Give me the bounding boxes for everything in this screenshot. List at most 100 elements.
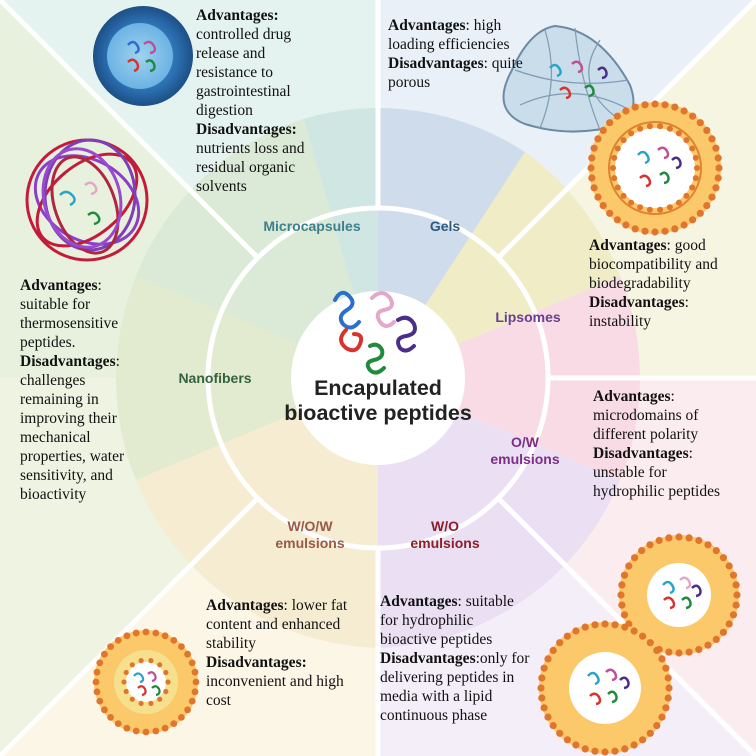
lipid-head-dot (129, 662, 135, 668)
segment-label-wo-line2: emulsions (410, 535, 480, 551)
gels-adv-label: Advantages (388, 17, 466, 34)
liposome-icon (587, 100, 723, 236)
lipsomes-adv-line: : good (666, 237, 706, 254)
lipid-head-dot (703, 202, 711, 210)
lipid-head-dot (651, 228, 659, 236)
lipid-head-dot (680, 107, 688, 115)
lipsomes-adv-label: Advantages (589, 237, 667, 254)
ow-dis-line: hydrophilic peptides (593, 483, 720, 500)
lipid-head-dot (665, 684, 673, 692)
nanofibers-dis-line: mechanical (20, 429, 91, 446)
segment-label-wo: W/O emulsions (390, 518, 500, 552)
lipid-head-dot (590, 144, 598, 152)
lipid-head-dot (704, 541, 712, 549)
segment-label-lipsomes: Lipsomes (495, 309, 561, 325)
lipid-head-dot (622, 221, 630, 229)
gels-dis-label: Disadvantages (388, 55, 484, 72)
lipid-head-dot (611, 747, 619, 755)
lipid-head-dot (188, 659, 196, 667)
lipid-head-dot (132, 629, 140, 637)
lipid-head-dot (184, 650, 192, 658)
ow-emulsion-icon (617, 533, 741, 657)
segment-label-wow-line1: W/O/W (287, 518, 333, 534)
lipid-head-dot (96, 659, 104, 667)
lipid-head-dot (653, 646, 661, 655)
lipid-head-dot (714, 174, 722, 182)
lipid-head-dot (664, 694, 672, 702)
nanofibers-adv-line: thermosensitive (20, 315, 119, 332)
lipid-head-dot (572, 627, 580, 635)
lipid-head-dot (617, 591, 625, 599)
lipid-head-dot (658, 713, 666, 721)
lipid-head-dot (556, 639, 564, 647)
lipid-head-dot (712, 635, 720, 644)
lipid-head-dot (671, 225, 679, 233)
microcapsules-adv-line: gastrointestinal (196, 83, 291, 100)
lipid-head-dot (630, 627, 638, 635)
lipid-head-dot (689, 184, 696, 191)
lipid-head-dot (732, 601, 740, 609)
microcapsules-dis-line: residual organic (196, 159, 296, 176)
lipsomes-dis-label: Disadvantages (589, 294, 685, 311)
lipid-head-dot (191, 668, 199, 676)
lipid-head-dot (620, 137, 627, 144)
lipid-head-dot (614, 145, 621, 152)
lipid-head-dot (107, 643, 114, 650)
nanofibers-dis-line: improving their (20, 410, 117, 427)
lipid-head-dot (544, 655, 552, 663)
lipid-head-dot (729, 611, 738, 619)
lipid-head-dot (655, 536, 663, 545)
wo-dis-line: continuous phase (380, 707, 488, 724)
lipid-head-dot (683, 137, 690, 144)
ow-dis-line: unstable for (593, 464, 667, 481)
lipid-head-dot (611, 154, 618, 161)
panel-microcapsules: Advantages: controlled drug release and … (196, 6, 305, 196)
segment-label-wo-line1: W/O (431, 518, 459, 534)
lipid-head-dot (631, 554, 639, 562)
lipid-head-dot (729, 571, 738, 579)
wo-emulsion-icon (537, 620, 673, 756)
wo-dis-line: media with a lipid (380, 688, 493, 705)
gel-icon (502, 24, 635, 133)
lipid-head-dot (148, 700, 154, 707)
nanofibers-dis-line: remaining in (20, 391, 99, 408)
lipid-head-dot (664, 674, 672, 682)
microcapsules-adv-line: resistance to (196, 64, 274, 81)
wo-dis-line: delivering peptides in (380, 669, 515, 686)
lipid-head-dot (708, 135, 716, 143)
lipid-head-dot (657, 206, 664, 213)
lipid-head-dot (123, 688, 129, 695)
wow-emulsion-icon (92, 628, 200, 736)
lipid-head-dot (591, 621, 599, 629)
lipid-head-dot (714, 154, 722, 162)
ow-adv-line: different polarity (593, 426, 699, 443)
lipid-head-dot (611, 621, 619, 629)
lipid-head-dot (152, 629, 160, 637)
ow-dis-line: : (688, 445, 693, 462)
lipid-head-dot (646, 541, 654, 549)
lipid-head-dot (646, 206, 653, 213)
lipid-head-dot (638, 547, 646, 555)
lipid-head-dot (107, 714, 114, 721)
lipid-head-dot (101, 650, 108, 658)
lipid-head-dot (138, 658, 144, 664)
microcapsules-adv-line: digestion (196, 102, 253, 119)
wo-adv-line: for hydrophilic (380, 612, 474, 629)
lipid-head-dot (129, 696, 135, 702)
wow-adv-line: stability (206, 635, 256, 652)
lipid-head-dot (712, 184, 720, 192)
panel-lipsomes: Advantages: good biocompatibility and bi… (589, 236, 718, 331)
lipid-head-dot (178, 643, 185, 650)
lipid-head-dot (662, 704, 670, 712)
nanofibers-dis-line: sensitivity, and (20, 467, 113, 484)
lipid-head-dot (628, 199, 635, 206)
lipid-head-dot (733, 591, 741, 599)
lipid-head-dot (587, 164, 595, 172)
lipsomes-dis-line: instability (589, 313, 651, 330)
wow-adv-label: Advantages (206, 597, 284, 614)
lipid-head-dot (614, 184, 621, 191)
lipid-head-dot (540, 704, 548, 712)
segment-label-ow-line2: emulsions (490, 451, 560, 467)
nanofibers-adv-label: Advantages (20, 277, 98, 294)
lipid-head-dot (101, 706, 108, 714)
